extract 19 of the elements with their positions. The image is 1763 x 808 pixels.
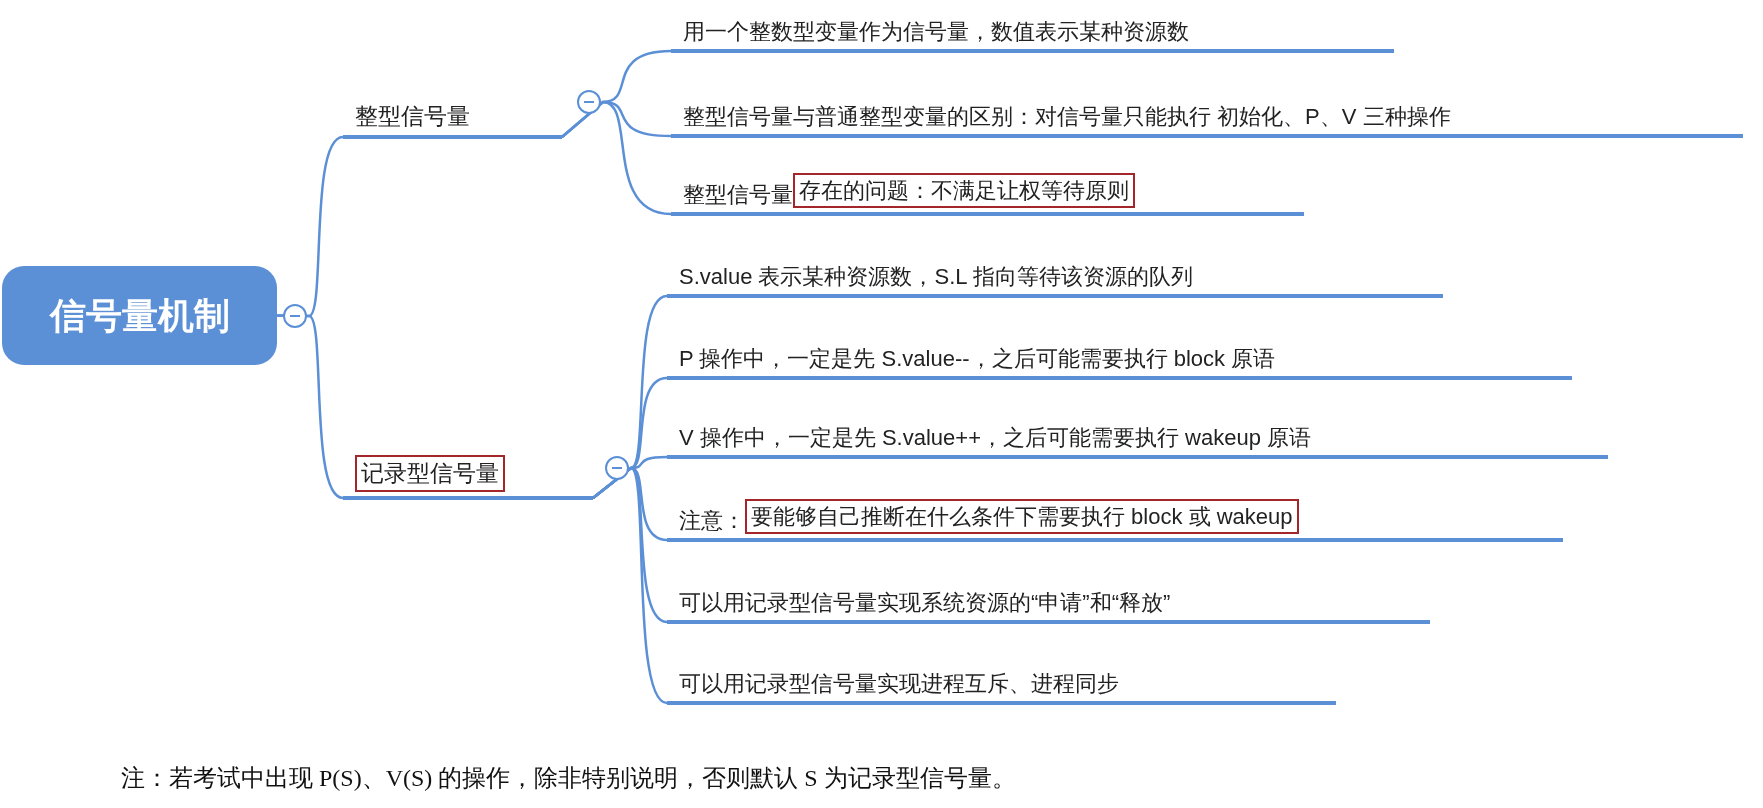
highlighted-text: 记录型信号量: [355, 455, 505, 492]
node-text: 注意：: [679, 506, 745, 534]
node-text: 整型信号量: [683, 180, 793, 208]
node-text: 可以用记录型信号量实现进程互斥、进程同步: [679, 669, 1119, 697]
connector-line: [561, 100, 672, 216]
node-text: V 操作中，一定是先 S.value++，之后可能需要执行 wakeup 原语: [679, 423, 1312, 451]
node-text: 信号量机制: [49, 294, 230, 338]
node-text: 整型信号量: [355, 102, 470, 131]
highlighted-text: 存在的问题：不满足让权等待原则: [793, 172, 1135, 208]
connector-line: [276, 314, 344, 500]
root-topic: [2, 266, 277, 365]
footnote: 注：若考试中出现 P(S)、V(S) 的操作，除非特别说明，否则默认 S 为记录型信号量。: [121, 764, 1016, 793]
node-text: S.value 表示某种资源数，S.L 指向等待该资源的队列: [679, 262, 1193, 290]
node-text: P 操作中，一定是先 S.value--，之后可能需要执行 block 原语: [679, 344, 1276, 372]
connector-line: [592, 466, 668, 705]
node-text: 整型信号量与普通整型变量的区别：对信号量只能执行 初始化、P、V 三种操作: [683, 102, 1451, 130]
node-text: 可以用记录型信号量实现系统资源的“申请”和“释放”: [679, 588, 1171, 616]
highlighted-text: 要能够自己推断在什么条件下需要执行 block 或 wakeup: [745, 498, 1299, 534]
node-text: 用一个整数型变量作为信号量，数值表示某种资源数: [683, 17, 1189, 45]
